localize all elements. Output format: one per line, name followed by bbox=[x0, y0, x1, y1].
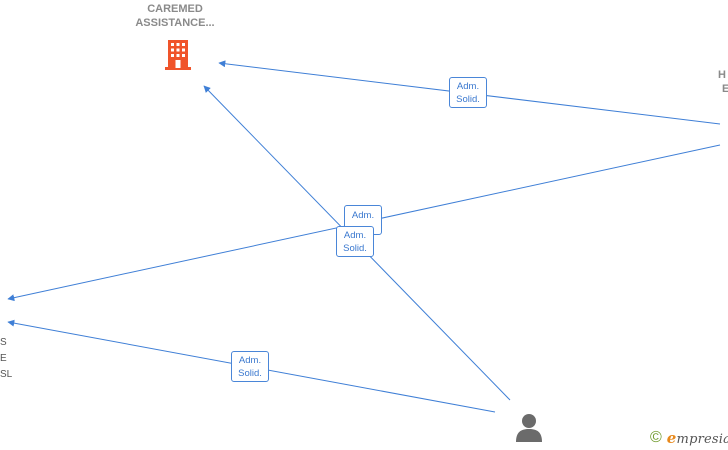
person-icon[interactable] bbox=[516, 414, 542, 442]
edge-label-person-to-left[interactable]: Adm. Solid. bbox=[231, 351, 269, 382]
node-label-line: CAREMED bbox=[147, 3, 203, 15]
brand-watermark: © empresia bbox=[650, 428, 728, 448]
edge-label-role: Solid. bbox=[343, 242, 367, 254]
edge-label-role: Solid. bbox=[456, 93, 480, 105]
brand-name-rest: mpresia bbox=[676, 432, 728, 447]
node-label-caremed[interactable]: CAREMED ASSISTANCE... bbox=[120, 2, 230, 30]
brand-name: empresia bbox=[667, 429, 728, 447]
edge-label-person-to-caremed[interactable]: Adm. Solid. bbox=[336, 226, 374, 257]
node-label-line: E bbox=[0, 353, 7, 364]
building-icon[interactable] bbox=[163, 38, 193, 70]
node-label-line: ASSISTANCE... bbox=[135, 17, 215, 29]
brand-initial: e bbox=[666, 429, 677, 447]
node-label-left-partial[interactable]: S E SL bbox=[0, 335, 12, 383]
copyright-icon: © bbox=[650, 429, 662, 446]
node-label-line: SL bbox=[0, 369, 13, 380]
node-label-line: S bbox=[0, 337, 7, 348]
node-label-line: E bbox=[722, 83, 728, 95]
edge-label-role: Adm. bbox=[456, 80, 480, 92]
edge-label-right-to-caremed[interactable]: Adm. Solid. bbox=[449, 77, 487, 108]
edge-label-role: Adm. bbox=[238, 354, 262, 366]
edge-label-role: Adm. bbox=[351, 210, 375, 221]
node-label-line: H bbox=[718, 69, 726, 81]
node-label-right-partial[interactable]: H E bbox=[716, 68, 728, 96]
edge-label-role: Adm. bbox=[343, 229, 367, 241]
edge-label-role: Solid. bbox=[238, 367, 262, 379]
